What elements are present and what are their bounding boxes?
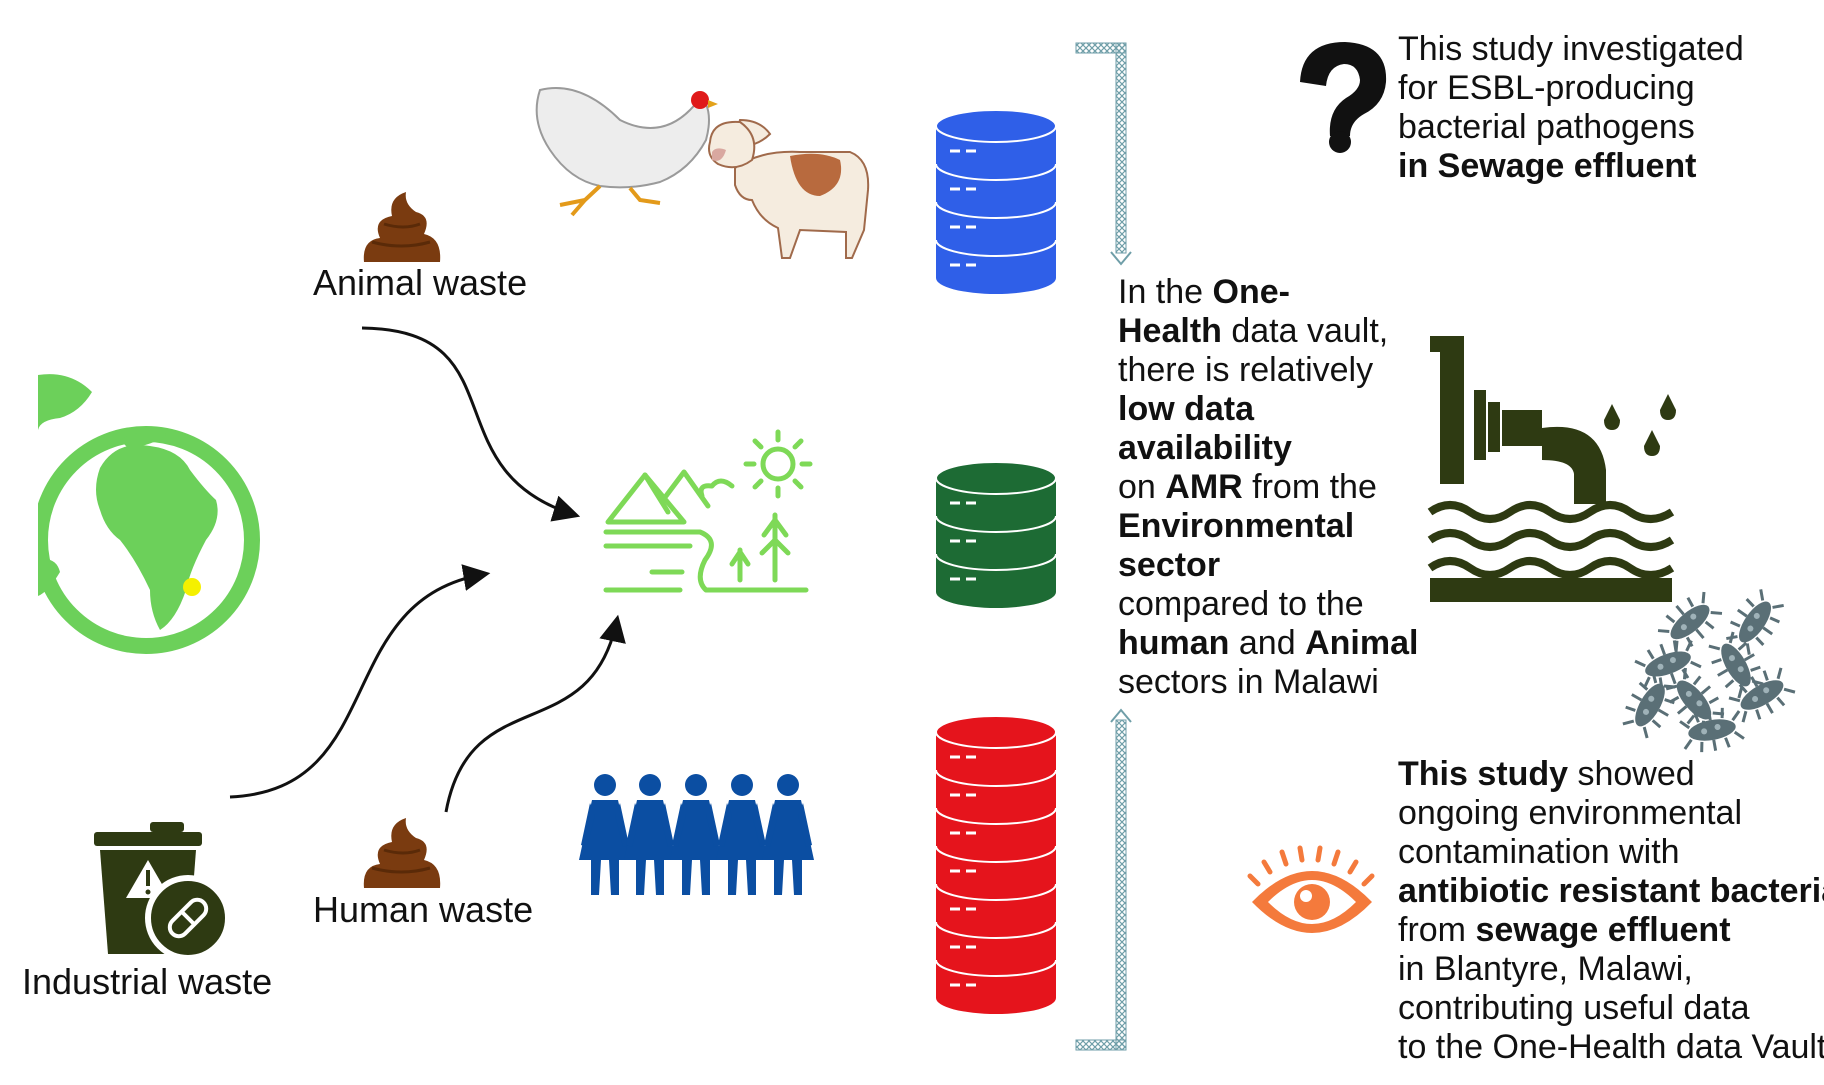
study-findings-text: This study showed ongoing environmental …	[1398, 755, 1824, 1066]
question-mark-icon	[1300, 42, 1387, 153]
poop-icon	[362, 816, 442, 890]
sewage-pipe-icon	[1427, 336, 1676, 602]
waste-bin-icon	[94, 822, 231, 961]
people-icon	[579, 774, 814, 895]
earth-icon	[38, 374, 260, 654]
arrow-animal	[361, 326, 581, 522]
database-animal	[935, 109, 1057, 294]
industrial-waste-label: Industrial waste	[22, 961, 273, 1002]
animal-waste-label: Animal waste	[313, 262, 528, 303]
cow-icon	[708, 118, 870, 259]
human-waste-label: Human waste	[313, 889, 534, 930]
arrow-industrial	[229, 564, 491, 799]
study-question-text: This study investigated for ESBL-produci…	[1398, 30, 1744, 185]
landscape-icon	[603, 429, 813, 593]
eye-icon	[1247, 845, 1375, 933]
arrow-human	[444, 614, 626, 813]
flow-arrows	[229, 326, 626, 813]
bracket-bottom	[1075, 708, 1132, 1051]
database-human	[935, 715, 1057, 1014]
chicken-icon	[535, 87, 718, 217]
poop-icon	[362, 190, 442, 264]
bacteria-icon	[1615, 583, 1800, 758]
data-vault-text: In the One- Health data vault, there is …	[1118, 273, 1419, 701]
database-environment	[935, 461, 1057, 608]
bracket-top	[1075, 42, 1132, 266]
